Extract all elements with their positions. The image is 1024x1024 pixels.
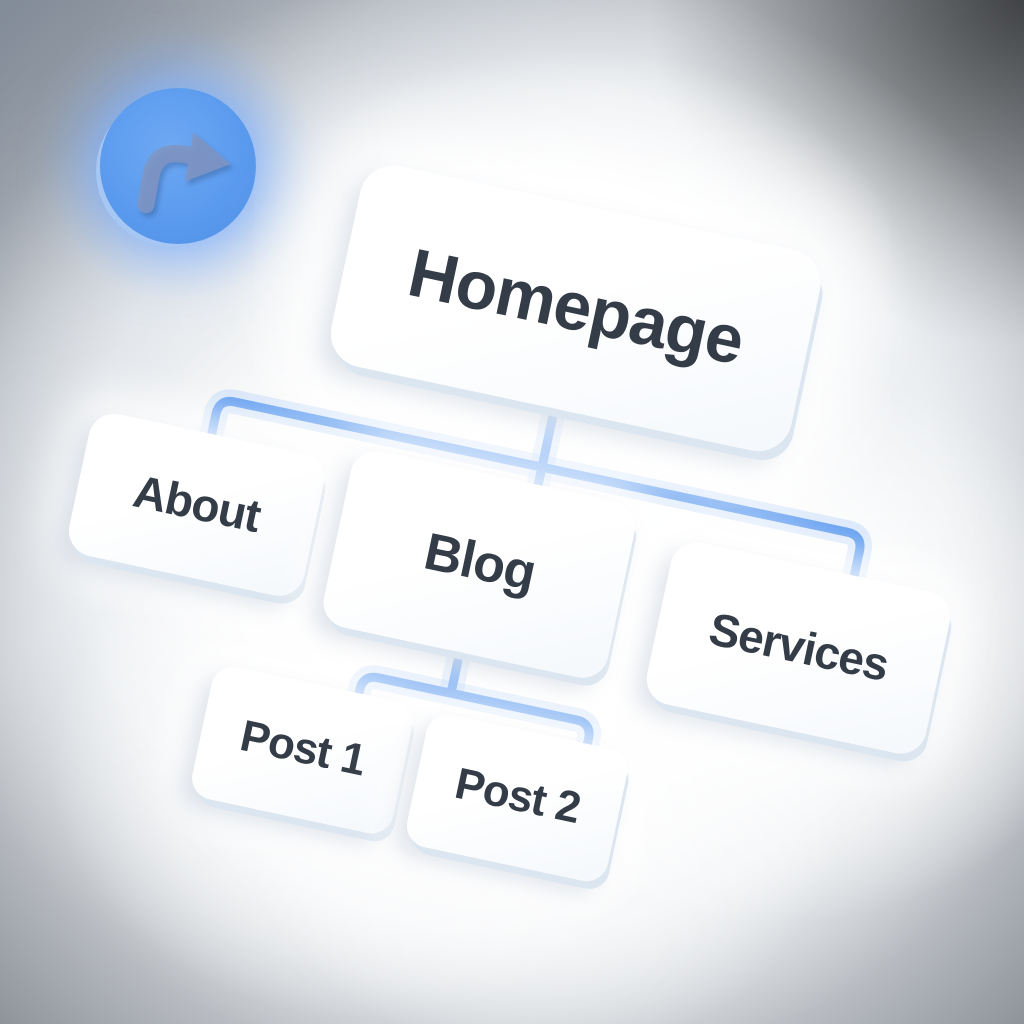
forward-arrow-icon: [100, 88, 256, 244]
node-about-label: About: [129, 464, 265, 542]
edge-blog-stem: [446, 649, 465, 695]
forward-arrow-glyph: [137, 132, 231, 214]
node-blog-label: Blog: [419, 522, 541, 603]
node-homepage-label: Homepage: [402, 233, 751, 379]
node-post2-label: Post 2: [450, 758, 585, 833]
edge-homepage-blog: [533, 405, 560, 486]
edge-blog-post1-post2: [354, 672, 594, 747]
node-post1-label: Post 1: [236, 710, 370, 785]
node-services-label: Services: [704, 601, 893, 691]
